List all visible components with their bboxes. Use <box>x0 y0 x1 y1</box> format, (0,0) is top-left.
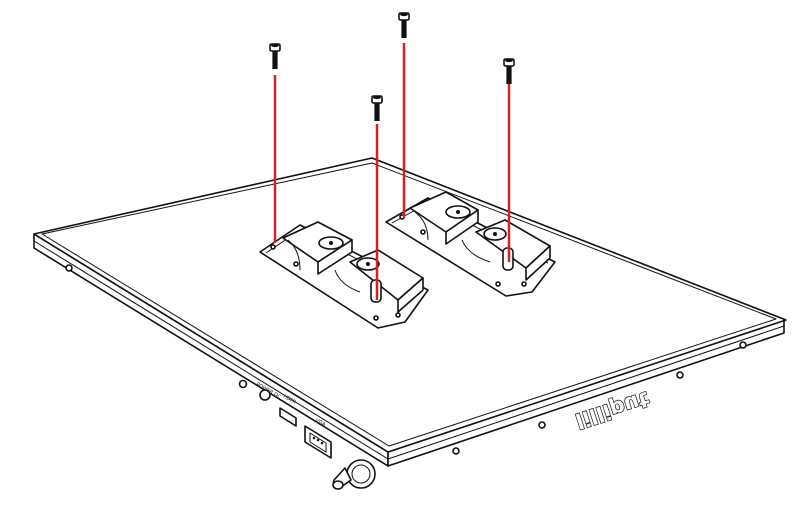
vga-port: VGA <box>304 418 332 459</box>
hdmi-port-label: HDMI <box>282 394 297 406</box>
screw-icon <box>398 12 410 38</box>
screw-icon <box>503 58 515 84</box>
hdmi-port: HDMI <box>279 394 297 427</box>
side-screw-holes <box>65 264 747 455</box>
screw-guide-lines <box>273 43 511 300</box>
mounting-bracket-left <box>259 221 429 329</box>
vga-port-label: VGA <box>314 418 327 429</box>
screw-icon <box>371 95 383 121</box>
screw-icon <box>269 43 281 69</box>
mounting-bracket-right <box>385 191 556 297</box>
bnc-connector <box>332 459 376 490</box>
